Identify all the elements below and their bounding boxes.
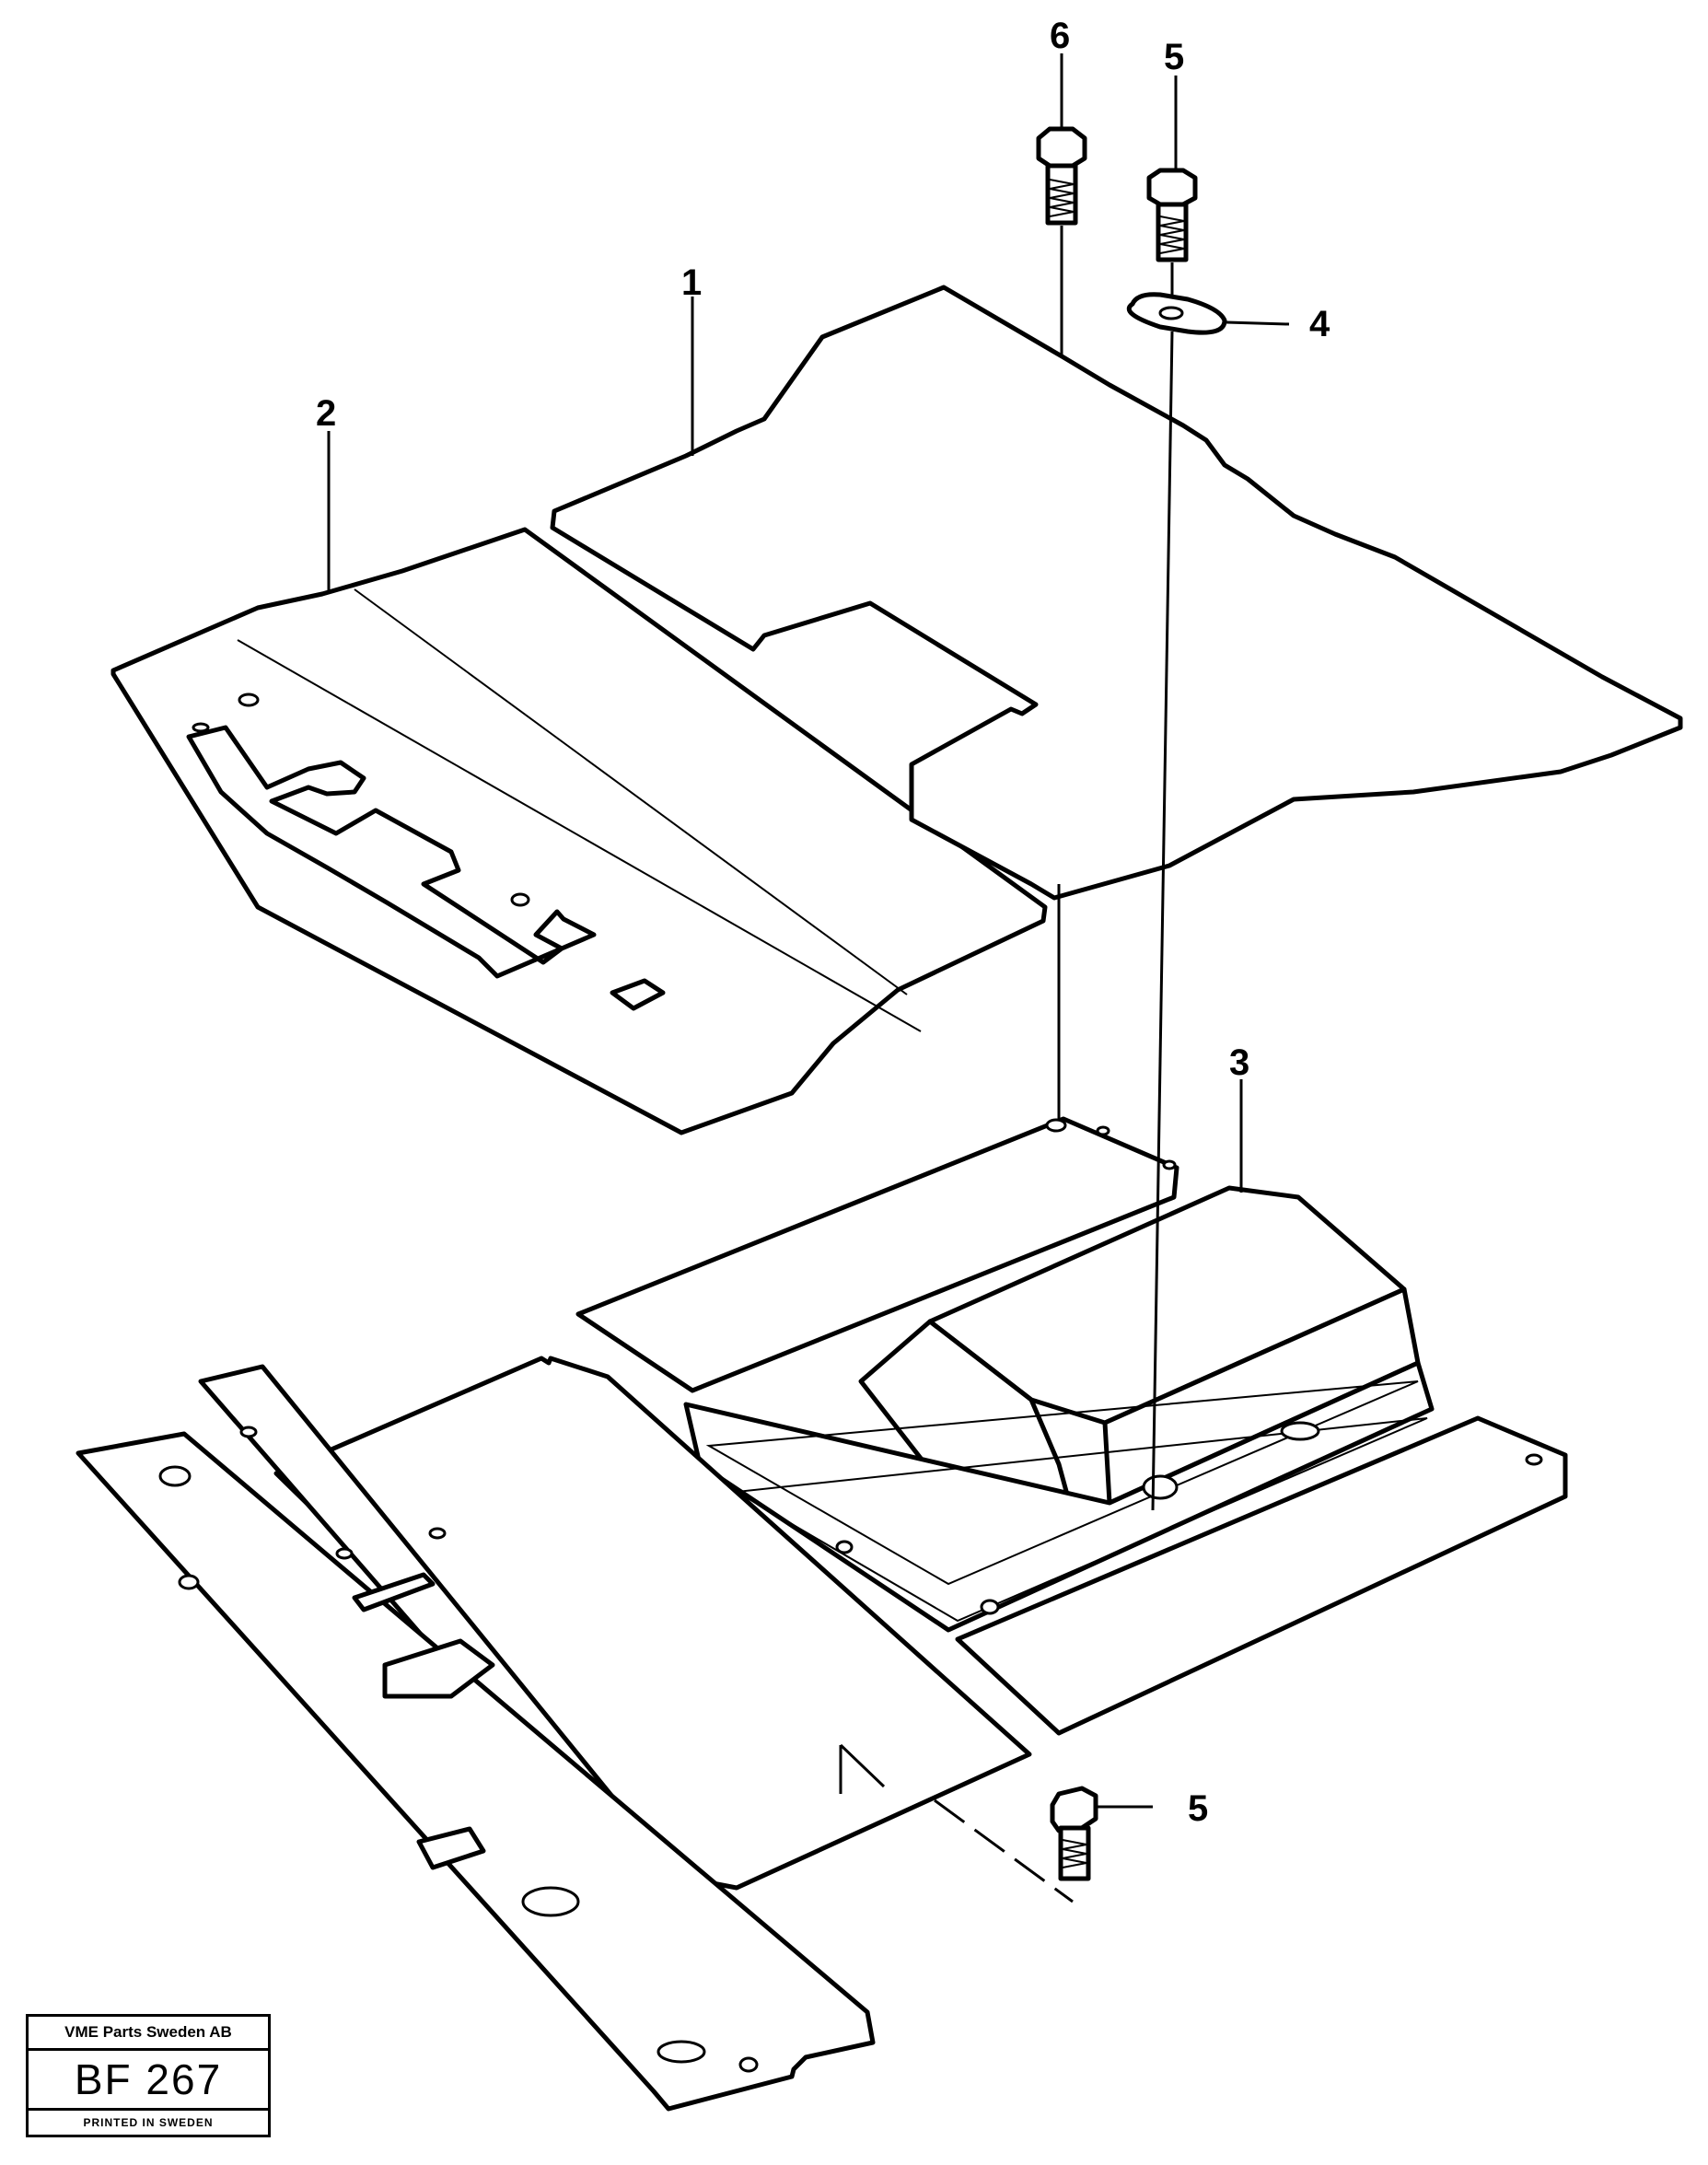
part-5-bolt-top bbox=[1146, 168, 1198, 262]
callout-2: 2 bbox=[316, 393, 336, 434]
callout-1: 1 bbox=[681, 262, 702, 303]
stamp-diagram-code: BF 267 bbox=[29, 2051, 268, 2111]
part-3-floor-frame bbox=[76, 1116, 1568, 2112]
stamp-printed-note: PRINTED IN SWEDEN bbox=[83, 2116, 214, 2129]
callout-4: 4 bbox=[1309, 304, 1330, 344]
assembly-guide-lines bbox=[839, 226, 1174, 1903]
callout-labels: 6 5 4 1 2 3 5 bbox=[316, 16, 1330, 1829]
part-6-bolt bbox=[1036, 126, 1087, 226]
callout-5-lower: 5 bbox=[1188, 1788, 1208, 1829]
part-4-washer bbox=[1126, 292, 1227, 335]
part-2-front-mat bbox=[110, 527, 1048, 1135]
callout-6: 6 bbox=[1050, 16, 1070, 56]
stamp-company: VME Parts Sweden AB bbox=[29, 2017, 268, 2051]
publisher-stamp: VME Parts Sweden AB BF 267 PRINTED IN SW… bbox=[26, 2014, 271, 2137]
callout-5-top: 5 bbox=[1164, 37, 1184, 77]
callout-3: 3 bbox=[1229, 1042, 1249, 1083]
part-5-bolt-lower bbox=[1050, 1786, 1098, 1881]
part-1-rear-mat bbox=[550, 285, 1683, 901]
callout-leaders bbox=[327, 53, 1290, 1809]
